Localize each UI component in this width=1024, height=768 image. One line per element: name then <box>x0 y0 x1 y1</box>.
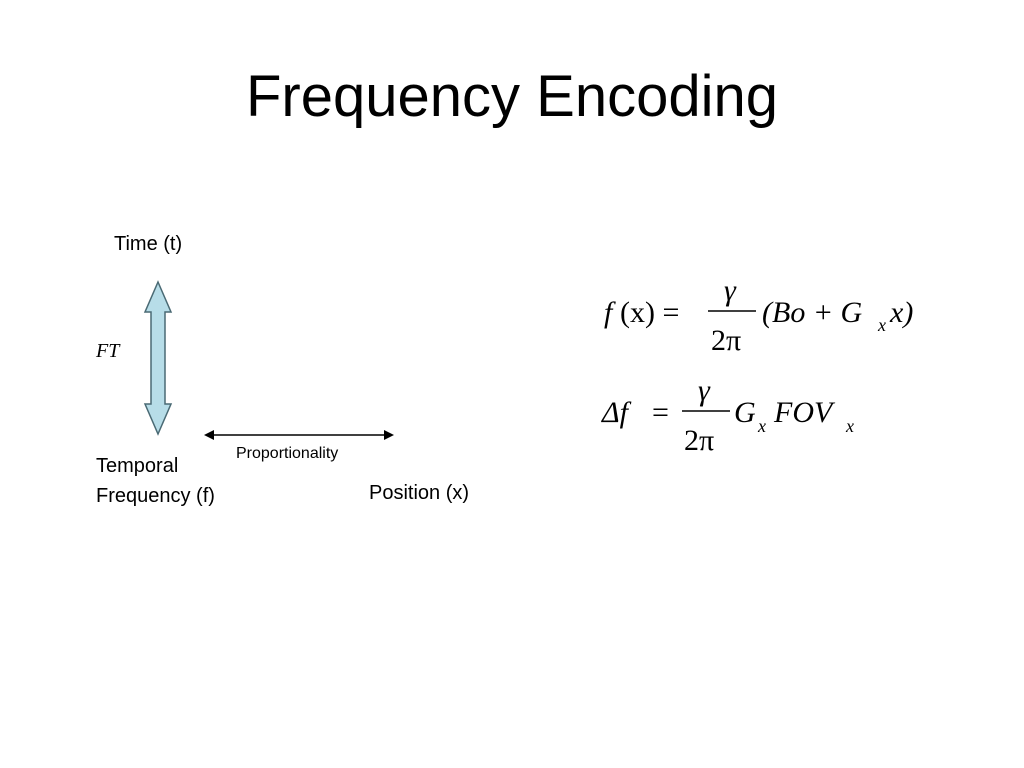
eq2-fov: FOV <box>773 396 836 429</box>
ft-double-arrow <box>143 280 173 436</box>
proportionality-arrow <box>204 430 394 440</box>
time-label: Time (t) <box>114 233 183 255</box>
eq2-g: G <box>734 396 756 429</box>
eq1-rhs-close: x) <box>889 296 913 329</box>
eq2-g-sub: x <box>757 416 766 436</box>
slide-title: Frequency Encoding <box>246 64 778 129</box>
eq2-denominator: 2π <box>684 424 714 457</box>
eq2-fov-sub: x <box>845 416 854 436</box>
position-label: Position (x) <box>369 482 470 504</box>
equation-frequency: f (x) = γ 2π (Bo + G x x) <box>604 274 913 357</box>
eq1-lhs-args: (x) = <box>620 296 679 329</box>
eq2-lhs: Δf <box>601 396 632 429</box>
ft-label: FT <box>96 340 120 362</box>
equation-bandwidth: Δf = γ 2π G x FOV x <box>601 374 854 457</box>
eq2-equals: = <box>652 396 669 429</box>
proportionality-label: Proportionality <box>236 445 339 462</box>
eq1-denominator: 2π <box>711 324 741 357</box>
eq1-lhs-f: f <box>604 296 616 329</box>
eq2-numerator: γ <box>698 374 711 407</box>
eq1-numerator: γ <box>724 274 737 307</box>
eq1-rhs-open: (Bo + G <box>762 296 863 329</box>
temporal-label-line2: Frequency (f) <box>96 485 215 507</box>
temporal-label-line1: Temporal <box>96 455 179 477</box>
eq1-rhs-sub: x <box>877 315 886 335</box>
